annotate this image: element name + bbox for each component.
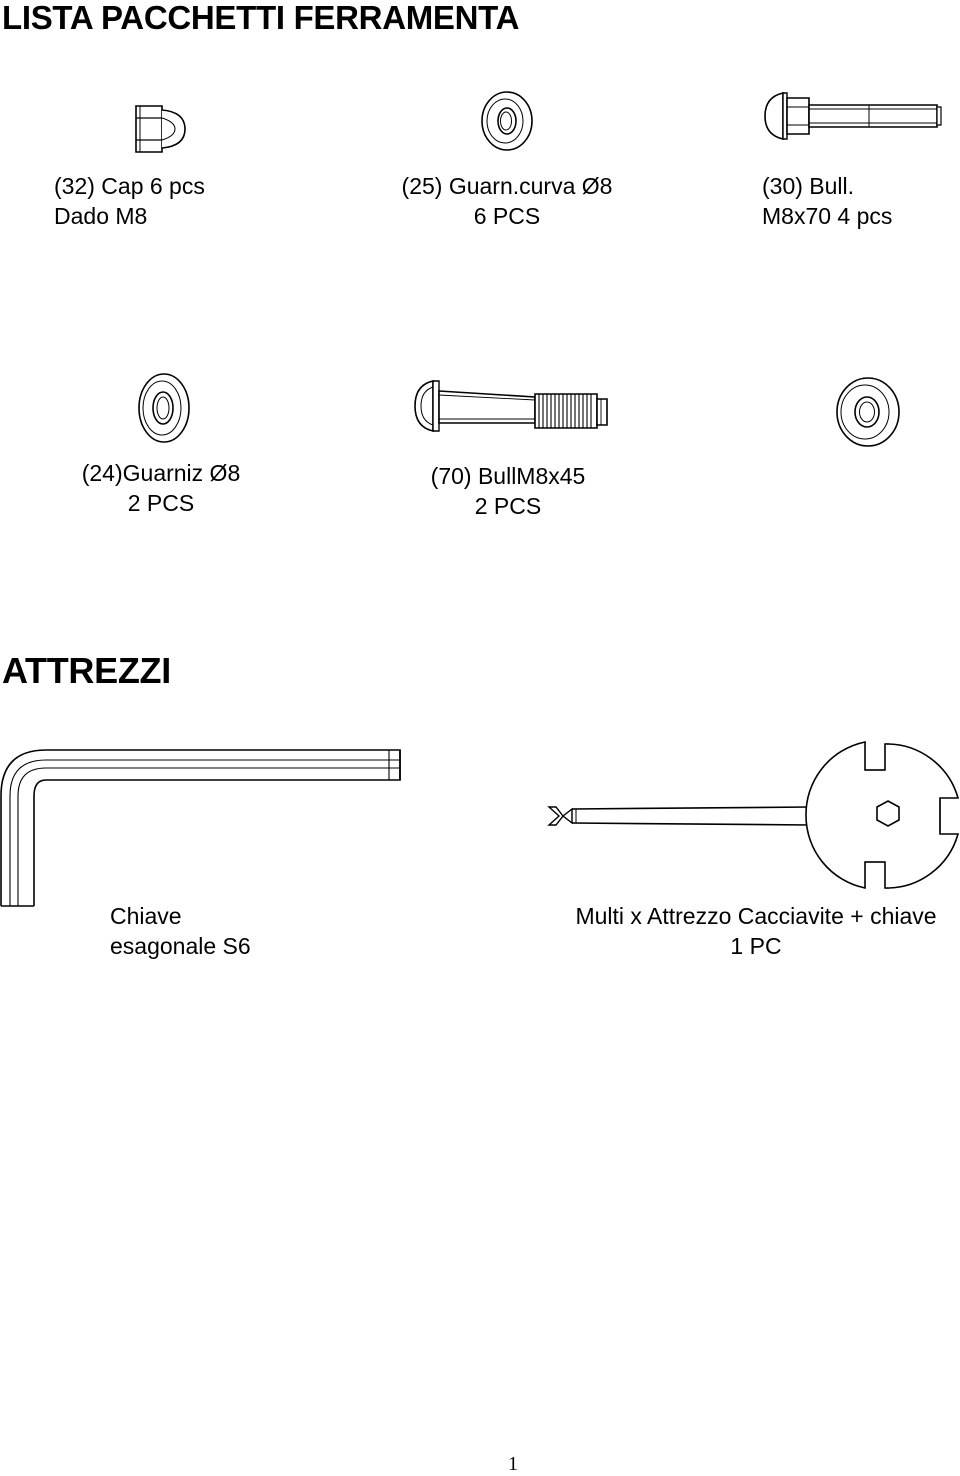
hardware-label-cap-nut: (32) Cap 6 pcs Dado M8 [54, 173, 205, 229]
section-heading-tools: ATTREZZI [2, 650, 171, 691]
hardware-label-washer: (24)Guarniz Ø8 2 PCS [81, 460, 241, 516]
bolt-m8x45-icon [415, 377, 613, 435]
curved-washer-icon [481, 91, 533, 151]
tool-label-hex-key: Chiave esagonale S6 [110, 903, 251, 959]
page-number: 1 [508, 1453, 518, 1475]
page-title: LISTA PACCHETTI FERRAMENTA [2, 0, 520, 36]
washer-icon [138, 373, 190, 443]
cap-nut-icon [135, 100, 187, 158]
tool-label-multi-tool: Multi x Attrezzo Cacciavite + chiave 1 P… [575, 903, 937, 959]
hardware-label-bolt-m8x45: (70) BullM8x45 2 PCS [430, 463, 586, 519]
washer-icon [836, 377, 900, 447]
multi-tool-icon [548, 740, 960, 890]
hex-key-icon [0, 750, 404, 910]
bolt-m8x70-icon [765, 87, 943, 145]
hardware-label-curved-washer: (25) Guarn.curva Ø8 6 PCS [401, 173, 613, 229]
hardware-label-bolt-m8x70: (30) Bull. M8x70 4 pcs [762, 173, 893, 229]
